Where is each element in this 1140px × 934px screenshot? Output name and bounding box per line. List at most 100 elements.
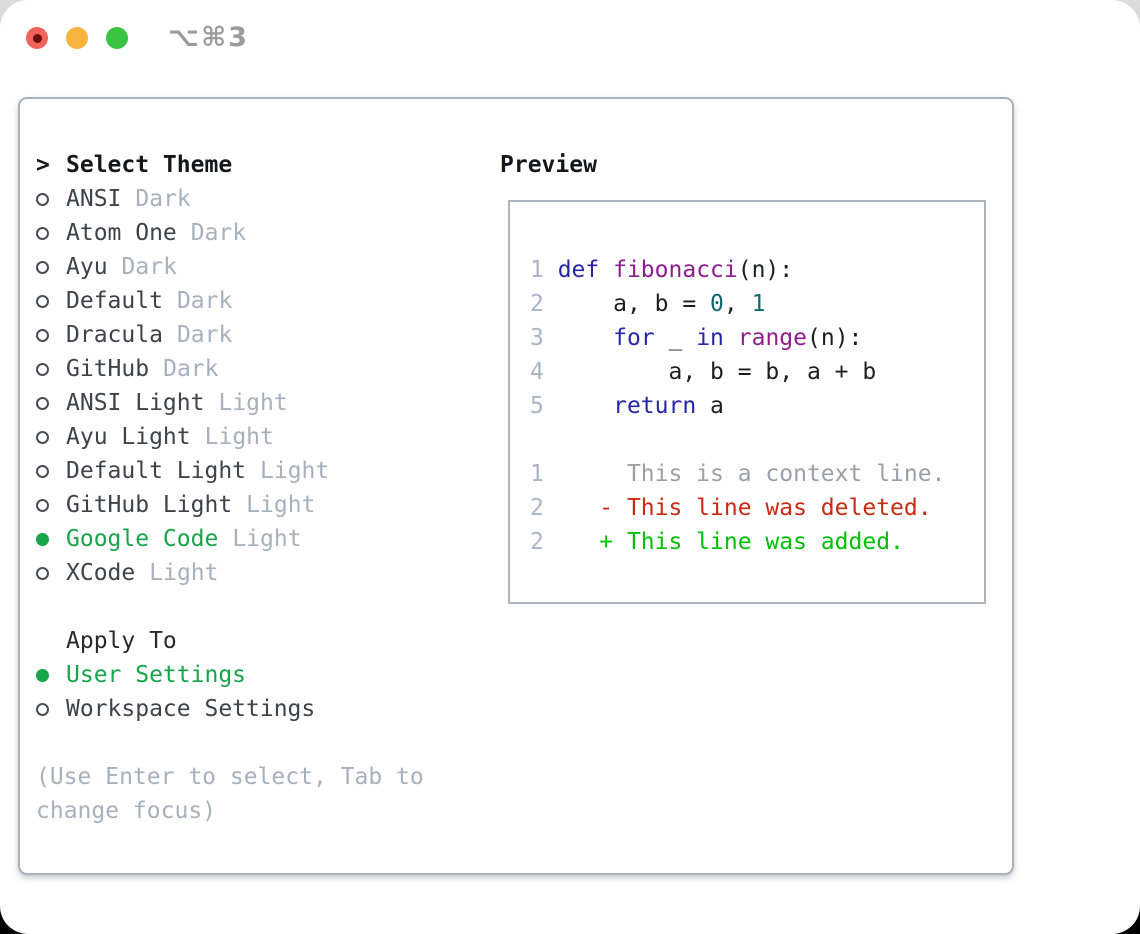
help-text: (Use Enter to select, Tab to change focu… xyxy=(36,764,424,824)
blank-line xyxy=(530,423,945,457)
theme-variant-tag: Light xyxy=(149,560,219,586)
theme-variant-tag: Light xyxy=(246,492,316,518)
apply-option-workspace-settings[interactable]: Workspace Settings xyxy=(36,692,476,726)
theme-variant-tag: Light xyxy=(232,526,302,552)
radio-unselected-icon xyxy=(36,226,49,240)
apply-option-user-settings[interactable]: User Settings xyxy=(36,658,476,692)
radio-unselected-icon xyxy=(36,192,49,206)
radio-unselected-icon xyxy=(36,396,49,410)
code-line: 1 def fibonacci(n): xyxy=(530,257,794,283)
code-line: 2 a, b = 0, 1 xyxy=(530,291,766,317)
marker-box xyxy=(36,362,66,376)
theme-option-github-light[interactable]: GitHub Light Light xyxy=(36,488,476,522)
radio-unselected-icon xyxy=(36,294,49,308)
option-label: Ayu xyxy=(66,254,108,280)
title-bar: ⌥⌘3 xyxy=(0,0,1140,78)
theme-option-ansi-light[interactable]: ANSI Light Light xyxy=(36,386,476,420)
theme-variant-tag: Dark xyxy=(121,254,177,280)
option-label: Google Code xyxy=(66,526,219,552)
option-label: Atom One xyxy=(66,220,177,246)
theme-option-google-code[interactable]: Google Code Light xyxy=(36,522,476,556)
line-number: 2 xyxy=(530,495,600,521)
radio-unselected-icon xyxy=(36,566,49,580)
radio-selected-icon xyxy=(36,532,49,546)
keyboard-shortcut-label: ⌥⌘3 xyxy=(168,22,249,53)
preview-title: Preview xyxy=(500,152,597,178)
line-number: 1 xyxy=(530,257,558,283)
theme-option-default[interactable]: Default Dark xyxy=(36,284,476,318)
theme-option-ayu-light[interactable]: Ayu Light Light xyxy=(36,420,476,454)
line-number: 2 xyxy=(530,529,600,555)
option-label: Workspace Settings xyxy=(66,696,316,722)
theme-option-xcode[interactable]: XCode Light xyxy=(36,556,476,590)
traffic-lights xyxy=(26,27,128,49)
marker-box xyxy=(36,192,66,206)
marker-box xyxy=(36,464,66,478)
option-label: Ayu Light xyxy=(66,424,191,450)
diff-line-deleted: 2 - This line was deleted. xyxy=(530,495,932,521)
option-label: GitHub Light xyxy=(66,492,233,518)
theme-variant-tag: Dark xyxy=(190,220,247,246)
marker-box xyxy=(36,532,66,546)
option-label: Default xyxy=(66,288,163,314)
theme-option-github[interactable]: GitHub Dark xyxy=(36,352,476,386)
radio-unselected-icon xyxy=(36,702,49,716)
line-number: 3 xyxy=(530,325,558,351)
line-number: 2 xyxy=(530,291,558,317)
line-number: 1 xyxy=(530,461,600,487)
radio-unselected-icon xyxy=(36,430,49,444)
radio-selected-icon xyxy=(36,668,49,682)
theme-variant-tag: Dark xyxy=(176,288,233,314)
theme-variant-tag: Dark xyxy=(163,356,219,382)
radio-unselected-icon xyxy=(36,498,49,512)
theme-option-ayu[interactable]: Ayu Dark xyxy=(36,250,476,284)
option-label: ANSI Light xyxy=(66,390,205,416)
code-line: 3 for _ in range(n): xyxy=(530,325,863,351)
radio-unselected-icon xyxy=(36,464,49,478)
option-label: User Settings xyxy=(66,662,247,688)
marker-box xyxy=(36,226,66,240)
marker-box xyxy=(36,294,66,308)
theme-variant-tag: Light xyxy=(218,390,288,416)
marker-box xyxy=(36,328,66,342)
option-label: GitHub xyxy=(66,356,150,382)
option-label: Dracula xyxy=(66,322,163,348)
marker-box xyxy=(36,566,66,580)
minimize-button[interactable] xyxy=(66,27,88,49)
theme-variant-tag: Dark xyxy=(135,186,191,212)
radio-unselected-icon xyxy=(36,328,49,342)
close-dot-icon xyxy=(32,33,42,43)
line-number: 4 xyxy=(530,359,558,385)
diff-line-added: 2 + This line was added. xyxy=(530,529,904,555)
theme-variant-tag: Light xyxy=(260,458,330,484)
line-number: 5 xyxy=(530,393,558,419)
zoom-button[interactable] xyxy=(106,27,128,49)
prompt-marker: > xyxy=(36,148,66,182)
marker-box xyxy=(36,430,66,444)
marker-box xyxy=(36,498,66,512)
select-theme-header: > Select Theme xyxy=(36,148,476,182)
radio-unselected-icon xyxy=(36,260,49,274)
select-theme-title: Select Theme xyxy=(66,152,233,178)
option-label: XCode xyxy=(66,560,136,586)
preview-pane: 1 def fibonacci(n): 2 a, b = 0, 1 3 for _ … xyxy=(508,200,986,604)
theme-variant-tag: Light xyxy=(204,424,274,450)
radio-unselected-icon xyxy=(36,362,49,376)
theme-option-default-light[interactable]: Default Light Light xyxy=(36,454,476,488)
theme-option-atom-one[interactable]: Atom One Dark xyxy=(36,216,476,250)
chevron-prompt-icon: > xyxy=(36,152,50,178)
spacer xyxy=(36,590,476,624)
preview-code: 1 def fibonacci(n): 2 a, b = 0, 1 3 for _ … xyxy=(530,253,945,559)
marker-box xyxy=(36,702,66,716)
close-button[interactable] xyxy=(26,27,48,49)
apply-to-header: Apply To xyxy=(36,624,476,658)
marker-box xyxy=(36,668,66,682)
marker-box xyxy=(36,396,66,410)
marker-box xyxy=(36,260,66,274)
option-label: Default Light xyxy=(66,458,247,484)
